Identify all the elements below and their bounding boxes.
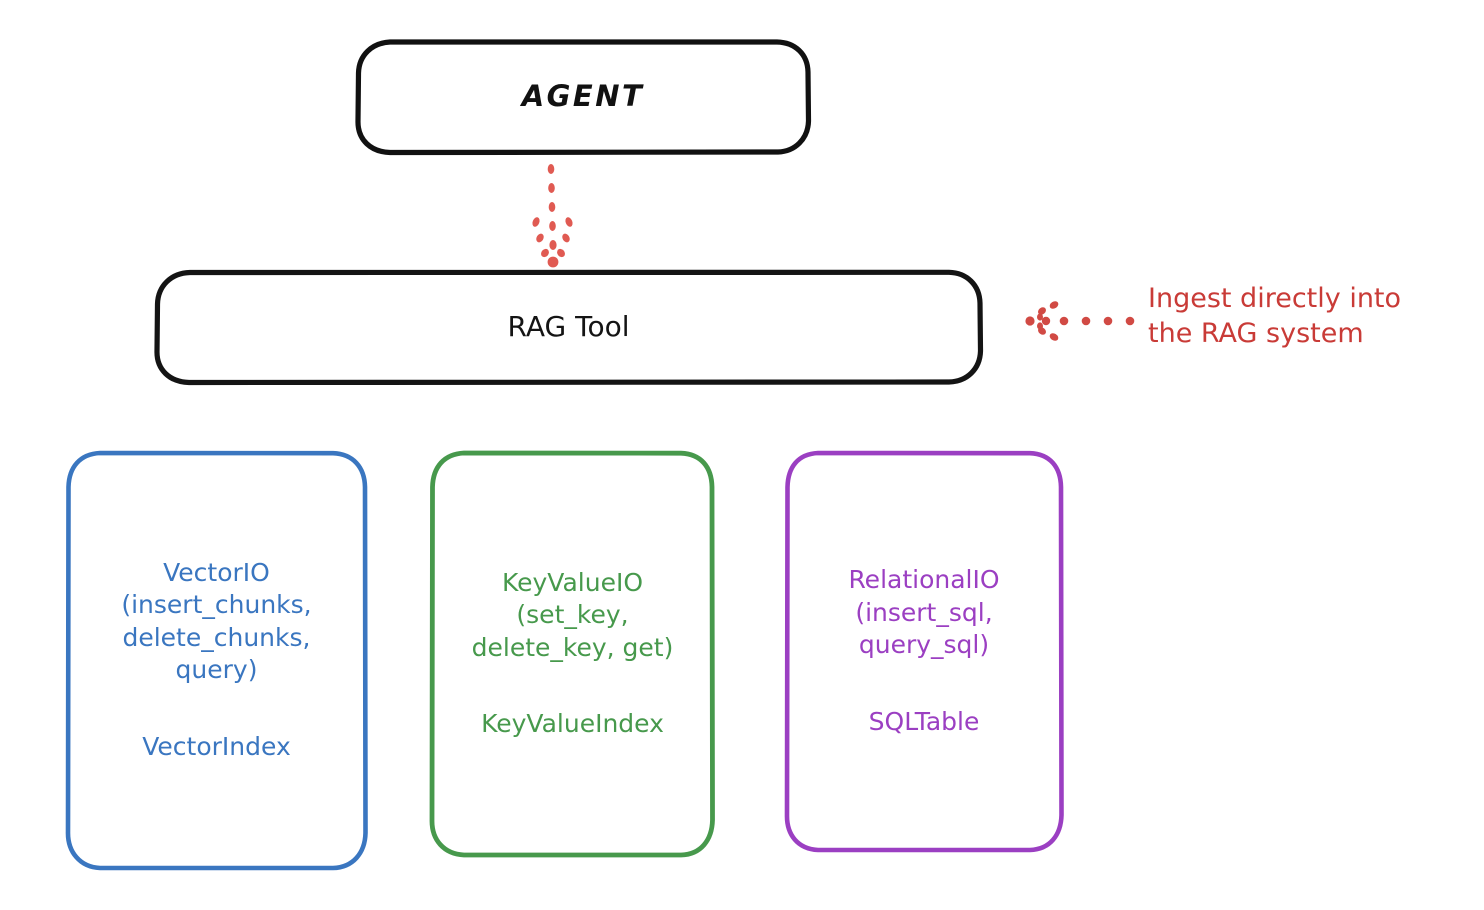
keyvalueio-index-label: KeyValueIndex xyxy=(481,709,664,738)
relationalio-card[interactable]: RelationalIO (insert_sql, query_sql) SQL… xyxy=(787,452,1061,850)
keyvalueio-api-label: KeyValueIO (set_key, delete_key, get) xyxy=(471,567,674,662)
ingest-arrow xyxy=(1025,301,1135,341)
ingest-annotation-text: Ingest directly into the RAG system xyxy=(1148,283,1402,350)
relationalio-index-label: SQLTable xyxy=(868,706,980,736)
vectorio-card[interactable]: VectorIO (insert_chunks, delete_chunks, … xyxy=(68,452,365,868)
agent-node-label[interactable]: AGENT xyxy=(521,78,645,113)
rag-tool-node-label[interactable]: RAG Tool xyxy=(507,309,630,343)
agent-to-ragtool-arrow xyxy=(532,164,573,268)
relationalio-api-label: RelationalIO (insert_sql, query_sql) xyxy=(848,565,1000,659)
vectorio-index-label: VectorIndex xyxy=(142,731,291,761)
vectorio-api-label: VectorIO (insert_chunks, delete_chunks, … xyxy=(121,557,312,685)
keyvalueio-card[interactable]: KeyValueIO (set_key, delete_key, get) Ke… xyxy=(432,452,713,855)
